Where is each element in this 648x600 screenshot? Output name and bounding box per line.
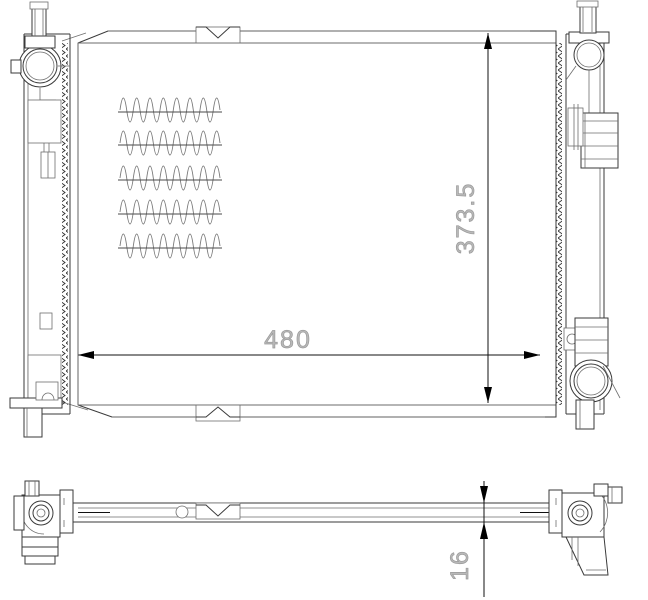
front-view: 480 373.5	[9, 0, 621, 438]
top-view: 16	[13, 480, 623, 597]
top-view-left-fitting	[13, 480, 74, 565]
fin-row	[118, 130, 222, 156]
dimension-label-height: 373.5	[452, 182, 480, 255]
left-tank	[9, 1, 70, 438]
overflow-reservoir	[580, 112, 619, 169]
core-right-serration	[556, 43, 562, 405]
core-fin-pattern	[118, 97, 222, 259]
dimension-height-373-5: 373.5	[452, 33, 492, 403]
upper-left-port	[10, 44, 70, 88]
filler-neck	[565, 0, 610, 120]
dimension-label-depth: 16	[446, 549, 474, 581]
left-tank-sensor-block	[27, 88, 62, 179]
top-header	[61, 26, 557, 44]
fin-row	[118, 233, 222, 259]
fin-row	[118, 199, 222, 225]
core	[62, 34, 567, 414]
core-left-serration	[62, 43, 68, 405]
mounting-bracket	[9, 354, 63, 438]
bottom-header-notch	[195, 404, 241, 422]
left-tank-mount-slot	[39, 312, 53, 330]
right-tank-sensor-block	[567, 104, 584, 150]
top-view-right-fitting	[548, 483, 623, 576]
fin-row	[118, 165, 222, 191]
top-view-core-profile	[70, 502, 560, 523]
dimension-width-480: 480	[77, 43, 540, 405]
fin-row	[118, 97, 222, 123]
top-view-notch	[195, 502, 241, 520]
right-tank	[563, 0, 621, 430]
top-header-notch	[195, 26, 241, 44]
dimension-label-width: 480	[264, 326, 312, 354]
dimension-depth-16: 16	[446, 481, 488, 597]
left-port-neck	[24, 1, 56, 49]
lower-right-port	[569, 317, 621, 430]
